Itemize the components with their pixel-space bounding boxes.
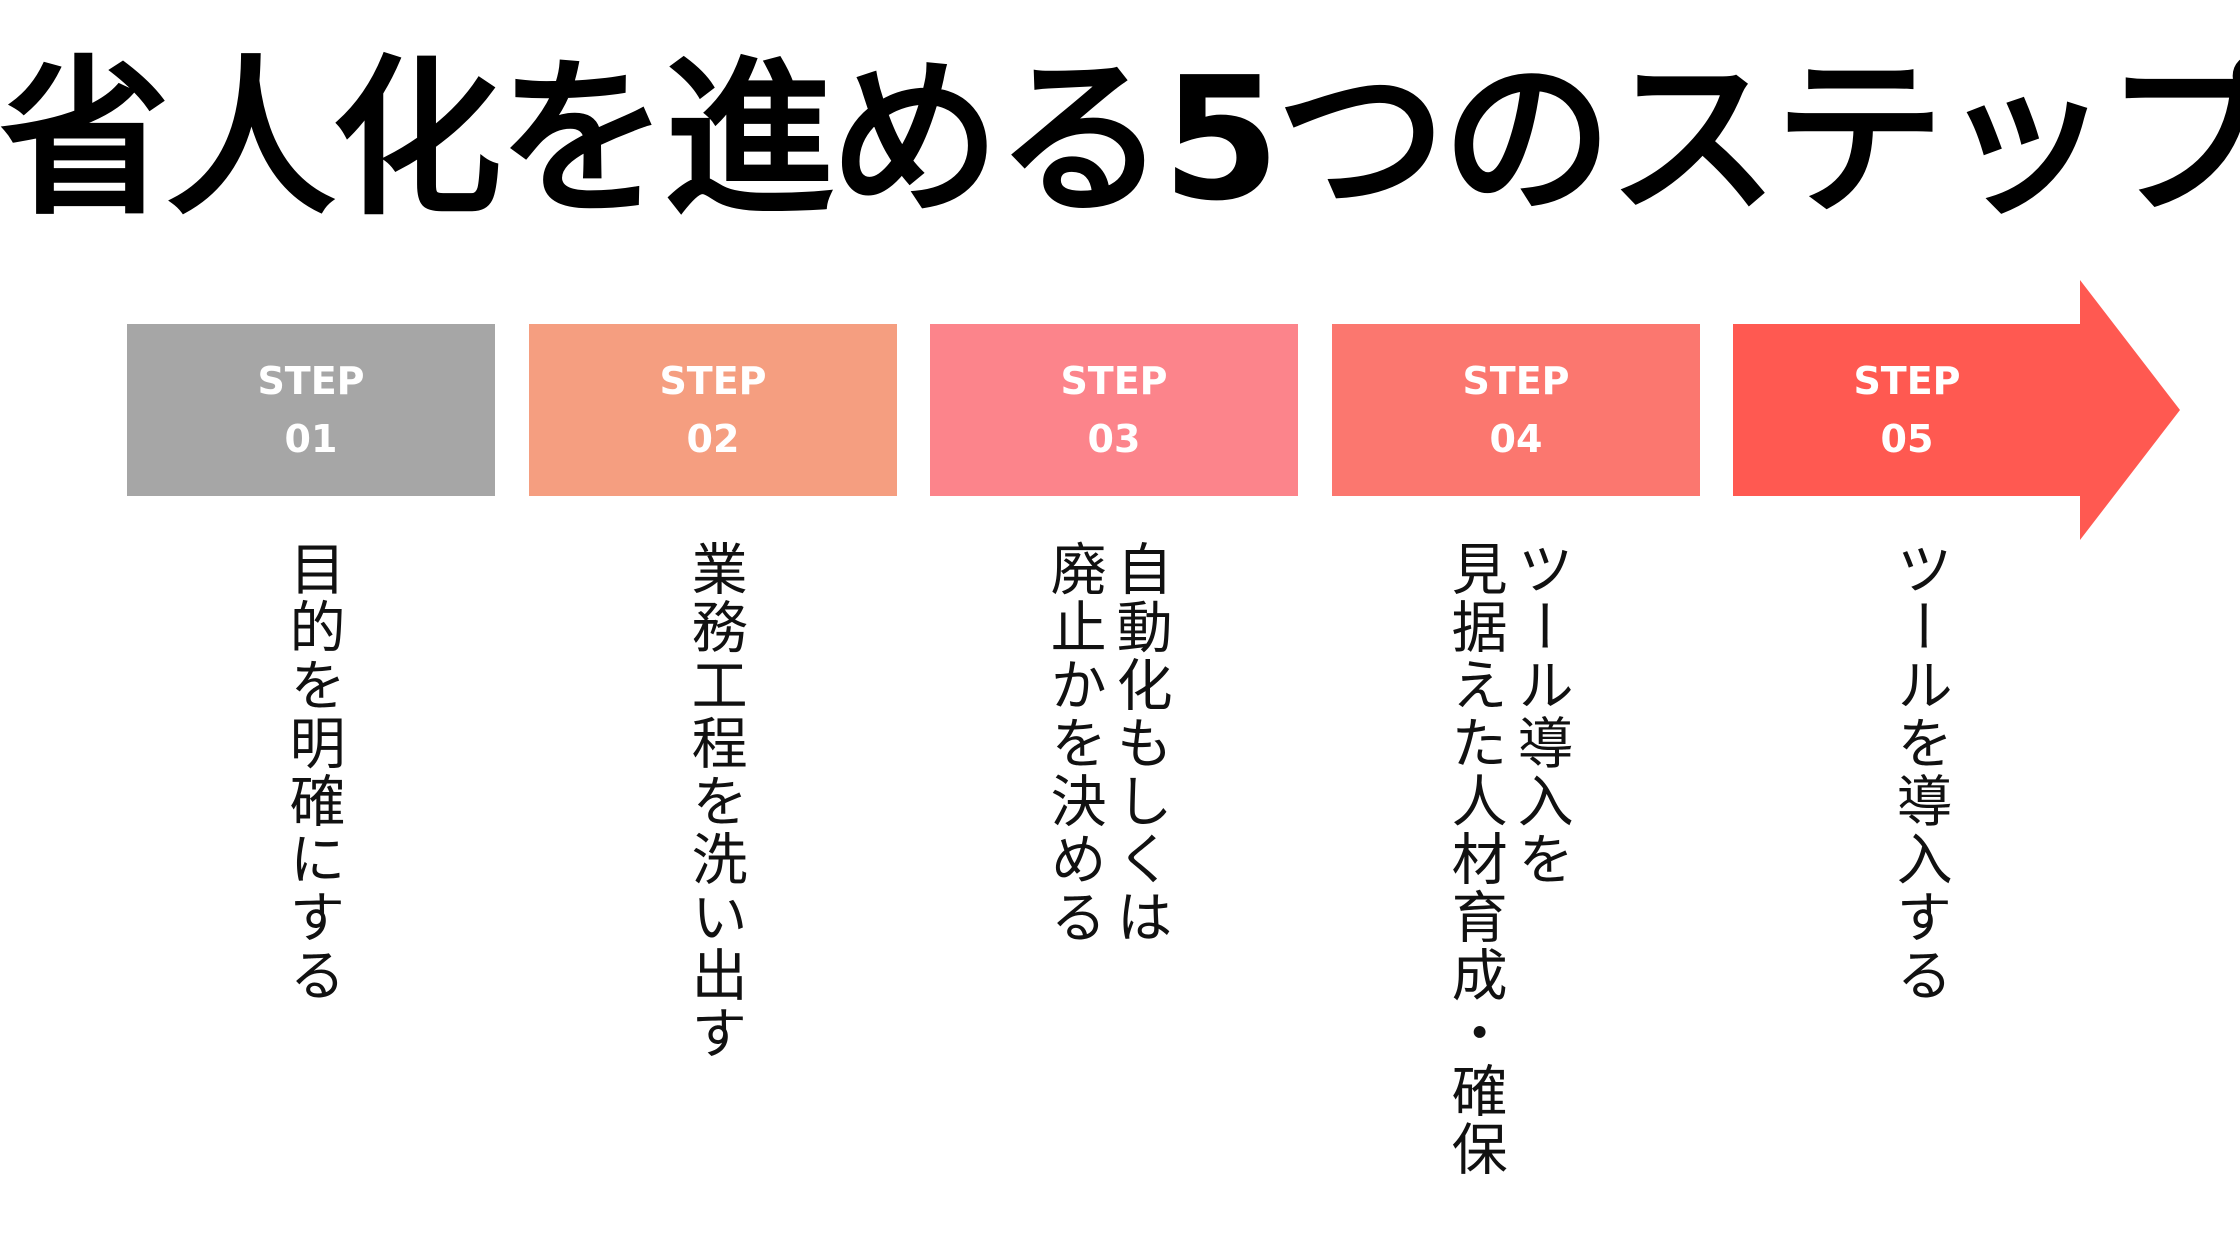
arrow-head-shape <box>2080 280 2180 540</box>
step-label: STEP <box>257 359 365 403</box>
arrow-head <box>2080 280 2180 540</box>
step-box-05: STEP 05 <box>1733 324 2081 496</box>
step-description-04: ツール導入を 見据えた人材育成・確保 <box>1442 540 1574 1178</box>
step-box-01: STEP 01 <box>127 324 495 496</box>
step-label: STEP <box>1853 359 1961 403</box>
step-number: 02 <box>686 417 740 461</box>
step-description-02: 業務工程を洗い出す <box>682 540 748 1062</box>
step-description-03: 自動化もしくは 廃止かを決める <box>1041 540 1173 946</box>
step-label: STEP <box>1462 359 1570 403</box>
step-description-05: ツールを導入する <box>1887 540 1953 1004</box>
step-box-03: STEP 03 <box>930 324 1298 496</box>
step-number: 01 <box>284 417 338 461</box>
step-number: 03 <box>1087 417 1141 461</box>
step-label: STEP <box>1060 359 1168 403</box>
step-label: STEP <box>659 359 767 403</box>
step-description-01: 目的を明確にする <box>280 540 346 1004</box>
step-number: 05 <box>1880 417 1934 461</box>
step-number: 04 <box>1489 417 1543 461</box>
step-box-02: STEP 02 <box>529 324 897 496</box>
page-title: 省人化を進める5つのステップ <box>0 41 2240 239</box>
step-box-04: STEP 04 <box>1332 324 1700 496</box>
